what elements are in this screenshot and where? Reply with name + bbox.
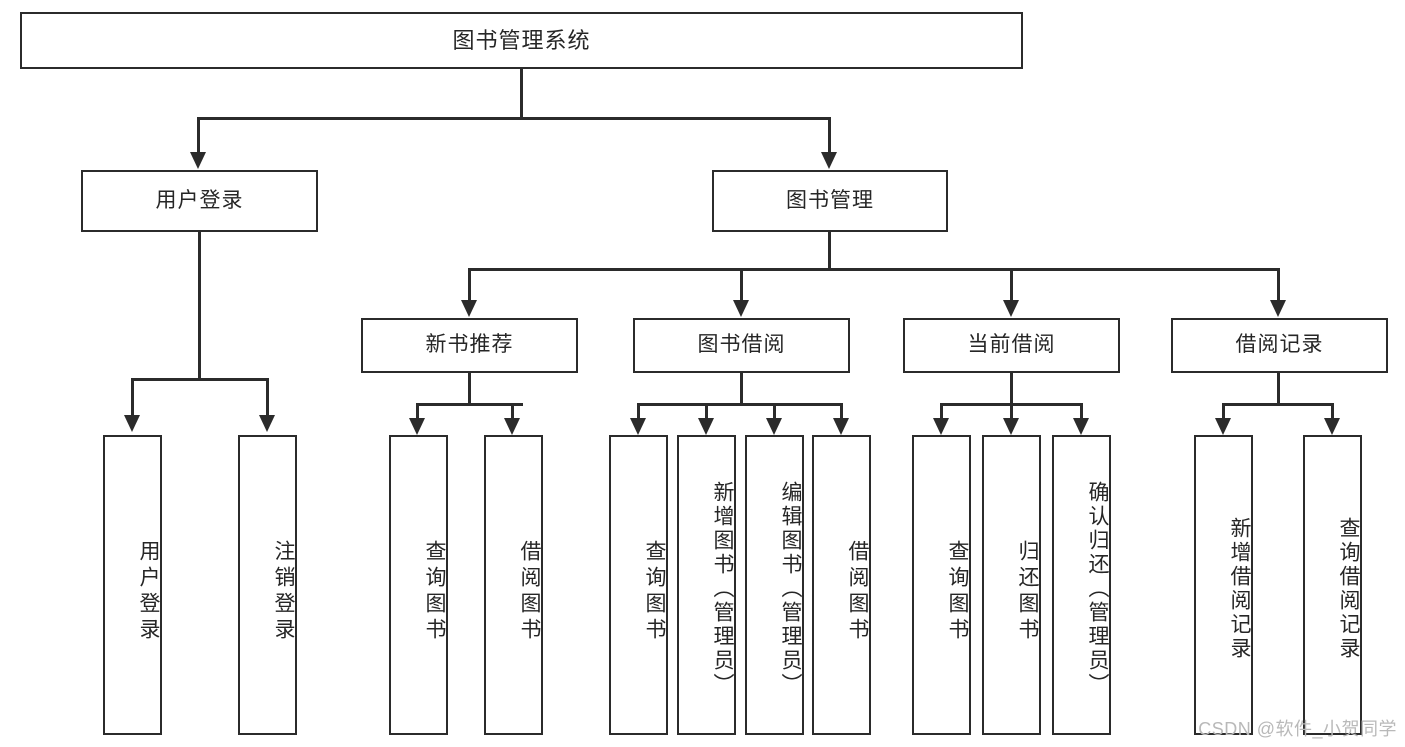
arrow-to-leaf-edit-book bbox=[766, 418, 782, 435]
connector-level2-drop-left bbox=[197, 117, 200, 153]
connector-user-login-rail bbox=[131, 378, 269, 381]
node-current-borrow[interactable]: 当前借阅 bbox=[903, 318, 1120, 373]
arrow-to-current-borrow bbox=[1003, 300, 1019, 317]
connector-borrow-record-stem bbox=[1277, 373, 1280, 405]
connector-new-book-drop-1 bbox=[416, 403, 419, 419]
arrow-to-leaf-query-book-2 bbox=[630, 418, 646, 435]
connector-new-book-rail bbox=[416, 403, 523, 406]
leaf-node-query-book-1[interactable]: 查询图书 bbox=[389, 435, 448, 735]
leaf-node-user-logout[interactable]: 注销登录 bbox=[238, 435, 297, 735]
connector-new-book-stem bbox=[468, 373, 471, 405]
connector-user-login-stem bbox=[198, 232, 201, 380]
arrow-to-leaf-confirm-return bbox=[1073, 418, 1089, 435]
connector-book-borrow-drop-2 bbox=[705, 403, 708, 419]
connector-borrow-record-drop-1 bbox=[1222, 403, 1225, 419]
leaf-node-add-book[interactable]: 新增图书（管理员） bbox=[677, 435, 736, 735]
connector-level3-drop-1 bbox=[468, 268, 471, 301]
connector-current-borrow-drop-1 bbox=[940, 403, 943, 419]
node-book-management[interactable]: 图书管理 bbox=[712, 170, 948, 232]
connector-book-borrow-drop-1 bbox=[637, 403, 640, 419]
connector-book-borrow-stem bbox=[740, 373, 743, 405]
leaf-node-edit-book[interactable]: 编辑图书（管理员） bbox=[745, 435, 804, 735]
connector-level3-drop-3 bbox=[1010, 268, 1013, 301]
connector-current-borrow-drop-2 bbox=[1010, 403, 1013, 419]
arrow-to-leaf-user-login bbox=[124, 415, 140, 432]
connector-user-login-drop-right bbox=[266, 378, 269, 416]
connector-user-login-drop-left bbox=[131, 378, 134, 416]
connector-level3-drop-4 bbox=[1277, 268, 1280, 301]
connector-level3-drop-2 bbox=[740, 268, 743, 301]
arrow-to-book-manage bbox=[821, 152, 837, 169]
arrow-to-leaf-borrow-book-1 bbox=[504, 418, 520, 435]
leaf-node-query-book-3[interactable]: 查询图书 bbox=[912, 435, 971, 735]
arrow-to-borrow-record bbox=[1270, 300, 1286, 317]
node-user-login[interactable]: 用户登录 bbox=[81, 170, 318, 232]
leaf-node-confirm-return[interactable]: 确认归还（管理员） bbox=[1052, 435, 1111, 735]
leaf-node-user-login[interactable]: 用户登录 bbox=[103, 435, 162, 735]
connector-current-borrow-stem bbox=[1010, 373, 1013, 405]
arrow-to-leaf-add-record bbox=[1215, 418, 1231, 435]
leaf-node-return-book[interactable]: 归还图书 bbox=[982, 435, 1041, 735]
arrow-to-user-login bbox=[190, 152, 206, 169]
connector-borrow-record-rail bbox=[1222, 403, 1334, 406]
connector-book-borrow-rail bbox=[637, 403, 843, 406]
connector-root-stem bbox=[520, 69, 523, 117]
arrow-to-leaf-user-logout bbox=[259, 415, 275, 432]
arrow-to-new-book-rec bbox=[461, 300, 477, 317]
node-book-borrow[interactable]: 图书借阅 bbox=[633, 318, 850, 373]
arrow-to-leaf-query-record bbox=[1324, 418, 1340, 435]
node-root-book-management-system[interactable]: 图书管理系统 bbox=[20, 12, 1023, 69]
arrow-to-leaf-return-book bbox=[1003, 418, 1019, 435]
arrow-to-leaf-query-book-3 bbox=[933, 418, 949, 435]
leaf-node-borrow-book-2[interactable]: 借阅图书 bbox=[812, 435, 871, 735]
leaf-node-query-book-2[interactable]: 查询图书 bbox=[609, 435, 668, 735]
connector-level2-rail bbox=[197, 117, 831, 120]
connector-level2-drop-right bbox=[828, 117, 831, 153]
leaf-node-add-borrow-record[interactable]: 新增借阅记录 bbox=[1194, 435, 1253, 735]
arrow-to-leaf-borrow-book-2 bbox=[833, 418, 849, 435]
arrow-to-leaf-query-book-1 bbox=[409, 418, 425, 435]
csdn-watermark: CSDN @软件_小贺同学 bbox=[1198, 719, 1397, 739]
arrow-to-leaf-add-book bbox=[698, 418, 714, 435]
connector-book-borrow-drop-4 bbox=[840, 403, 843, 419]
connector-borrow-record-drop-2 bbox=[1331, 403, 1334, 419]
leaf-node-borrow-book-1[interactable]: 借阅图书 bbox=[484, 435, 543, 735]
connector-book-manage-stem bbox=[828, 232, 831, 270]
connector-book-borrow-drop-3 bbox=[773, 403, 776, 419]
node-new-book-recommend[interactable]: 新书推荐 bbox=[361, 318, 578, 373]
connector-new-book-drop-2 bbox=[511, 403, 514, 419]
connector-current-borrow-drop-3 bbox=[1080, 403, 1083, 419]
arrow-to-book-borrow bbox=[733, 300, 749, 317]
leaf-node-query-borrow-record[interactable]: 查询借阅记录 bbox=[1303, 435, 1362, 735]
connector-level3-rail bbox=[468, 268, 1280, 271]
node-borrow-record[interactable]: 借阅记录 bbox=[1171, 318, 1388, 373]
